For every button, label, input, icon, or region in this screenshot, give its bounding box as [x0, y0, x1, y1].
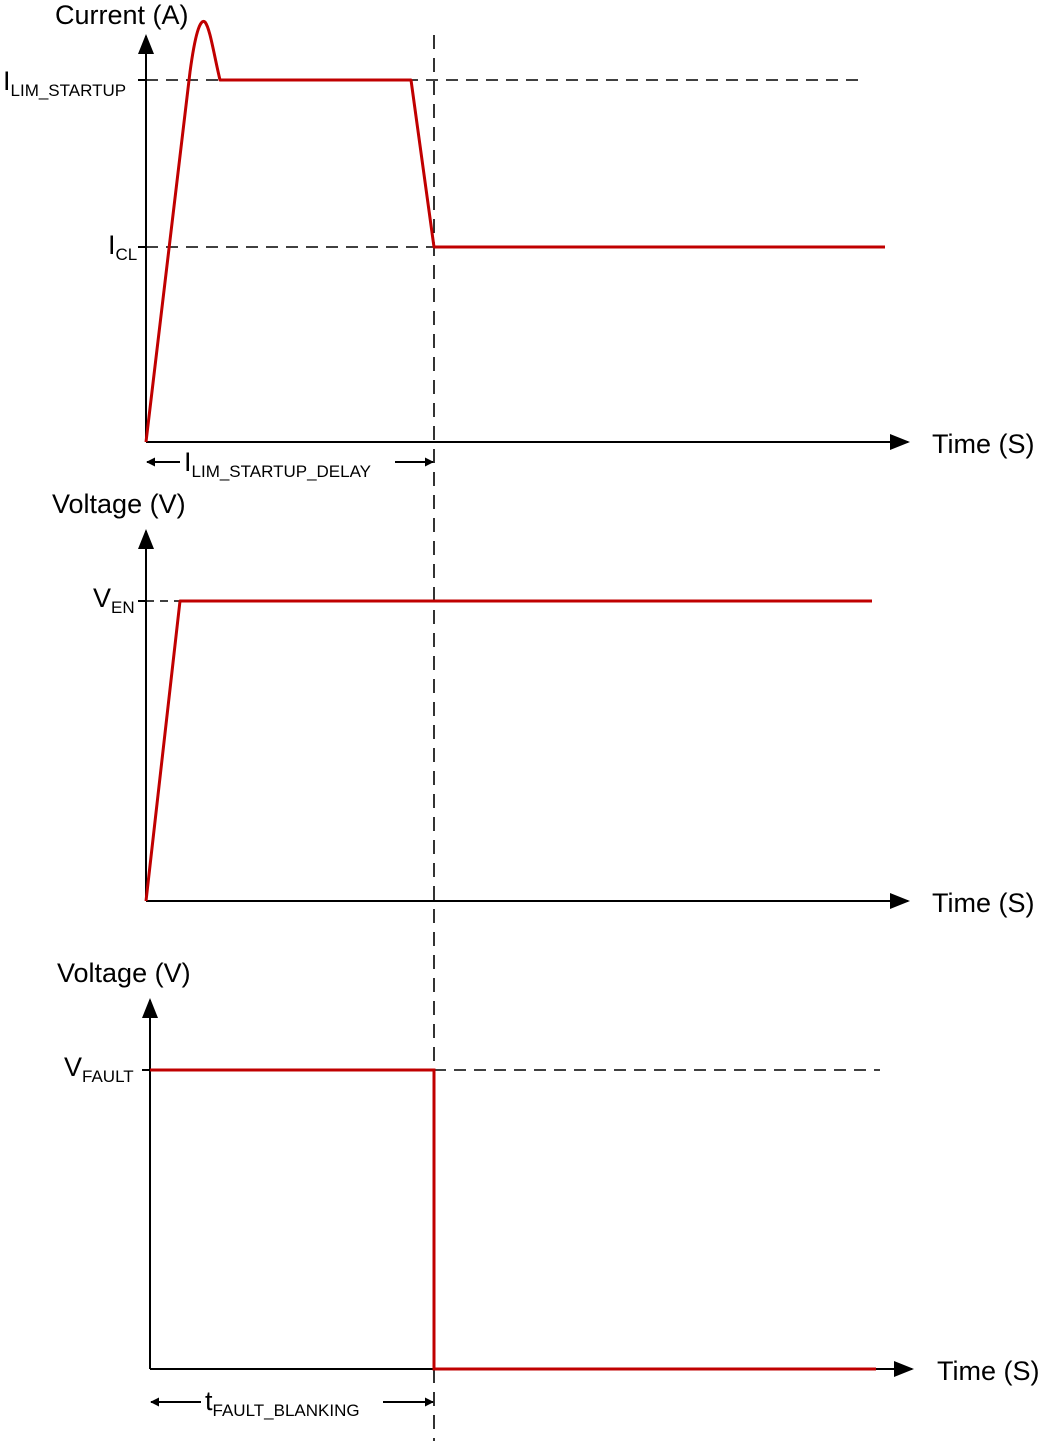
fault-blanking-label-bg: [201, 1386, 383, 1420]
startup-delay-label-bg: [180, 446, 395, 480]
fault-waveform: [150, 1068, 876, 1371]
en-level-label: VEN: [93, 583, 135, 617]
startup-delay-label: ILIM_STARTUP_DELAY: [184, 447, 371, 481]
current-limit-label: ICL: [108, 230, 137, 264]
startup-limit-label: ILIM_STARTUP: [3, 66, 126, 100]
fault-y-axis-label: Voltage (V): [57, 958, 191, 988]
enable-x-axis-label: Time (S): [932, 888, 1035, 918]
fault-blanking-label: tFAULT_BLANKING: [205, 1386, 360, 1420]
enable-y-axis-label: Voltage (V): [52, 489, 186, 519]
current-waveform: [144, 19, 885, 443]
fault-level-label: VFAULT: [64, 1052, 134, 1086]
enable-panel: Voltage (V) Time (S) VEN: [52, 489, 1035, 918]
current-x-axis-label: Time (S): [932, 429, 1035, 459]
current-panel: Current (A) Time (S) ILIM_STARTUP ICL IL…: [3, 0, 1035, 481]
fault-x-axis-label: Time (S): [937, 1356, 1040, 1386]
current-y-axis-label: Current (A): [55, 0, 189, 30]
fault-panel: Voltage (V) Time (S) VFAULT tFAULT_BLANK…: [57, 958, 1040, 1420]
enable-waveform: [144, 599, 872, 902]
